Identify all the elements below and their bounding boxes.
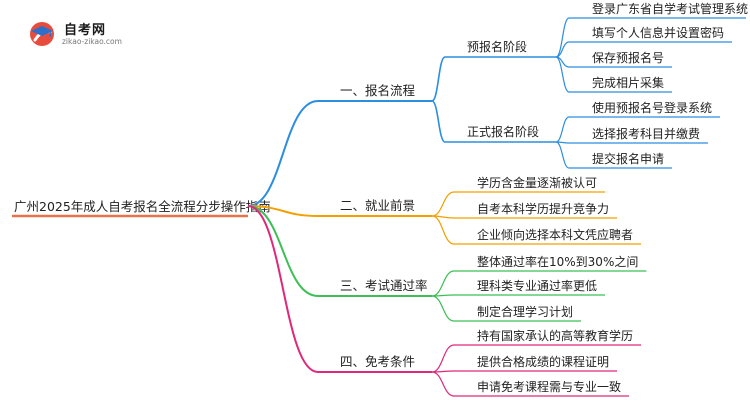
leaf-node[interactable]: 自考本科学历提升竞争力: [477, 201, 609, 216]
sub-branch-connector: [431, 56, 446, 102]
leaf-node[interactable]: 登录广东省自学考试管理系统: [592, 1, 748, 16]
branch-connector: [247, 205, 319, 297]
root-node[interactable]: 广州2025年成人自考报名全流程分步操作指南: [14, 199, 271, 214]
leaf-node[interactable]: 使用预报名号登录系统: [592, 100, 712, 115]
leaf-node[interactable]: 理科类专业通过率更低: [477, 278, 597, 293]
branch-connector: [247, 205, 319, 373]
sub-branch-node[interactable]: 预报名阶段: [467, 39, 527, 54]
leaf-connector: [555, 17, 570, 58]
leaf-connector: [555, 41, 570, 58]
branch-connector: [247, 100, 319, 207]
graduation-cap-icon: [30, 22, 54, 46]
logo-url: zikao-zikao.com: [62, 37, 122, 46]
logo-title: 自考网: [64, 23, 107, 38]
leaf-node[interactable]: 企业倾向选择本科文凭应聘者: [477, 227, 633, 242]
leaf-connector: [555, 116, 570, 143]
branch-node[interactable]: 一、报名流程: [340, 83, 416, 98]
leaf-connector: [555, 141, 570, 169]
leaf-node[interactable]: 提供合格成绩的课程证明: [477, 354, 609, 369]
leaf-node[interactable]: 持有国家承认的高等教育学历: [477, 328, 633, 343]
branch-node[interactable]: 三、考试通过率: [340, 278, 428, 293]
leaf-connector: [431, 270, 455, 297]
leaf-node[interactable]: 申请免考课程需与专业一致: [477, 379, 621, 394]
leaf-node[interactable]: 填写个人信息并设置密码: [592, 25, 724, 40]
leaf-node[interactable]: 整体通过率在10%到30%之间: [477, 254, 638, 269]
leaf-connector: [431, 215, 455, 245]
branch-node[interactable]: 四、免考条件: [340, 354, 415, 369]
site-logo[interactable]: 自考网 zikao-zikao.com: [28, 18, 148, 50]
leaf-connector: [555, 56, 570, 93]
leaf-connector: [431, 191, 455, 217]
leaf-node[interactable]: 完成相片采集: [592, 75, 664, 90]
branch-connector: [247, 205, 319, 217]
leaf-node[interactable]: 选择报考科目并缴费: [592, 126, 700, 141]
leaf-node[interactable]: 学历含金量逐渐被认可: [477, 175, 597, 190]
branch-node[interactable]: 二、就业前景: [340, 198, 415, 213]
leaf-connector: [431, 295, 455, 322]
sub-branch-node[interactable]: 正式报名阶段: [467, 124, 539, 139]
leaf-node[interactable]: 提交报名申请: [592, 151, 664, 166]
leaf-connector: [431, 371, 455, 397]
sub-branch-connector: [431, 100, 446, 143]
leaf-connector: [431, 344, 455, 373]
leaf-node[interactable]: 制定合理学习计划: [477, 304, 573, 319]
leaf-node[interactable]: 保存预报名号: [592, 50, 664, 65]
